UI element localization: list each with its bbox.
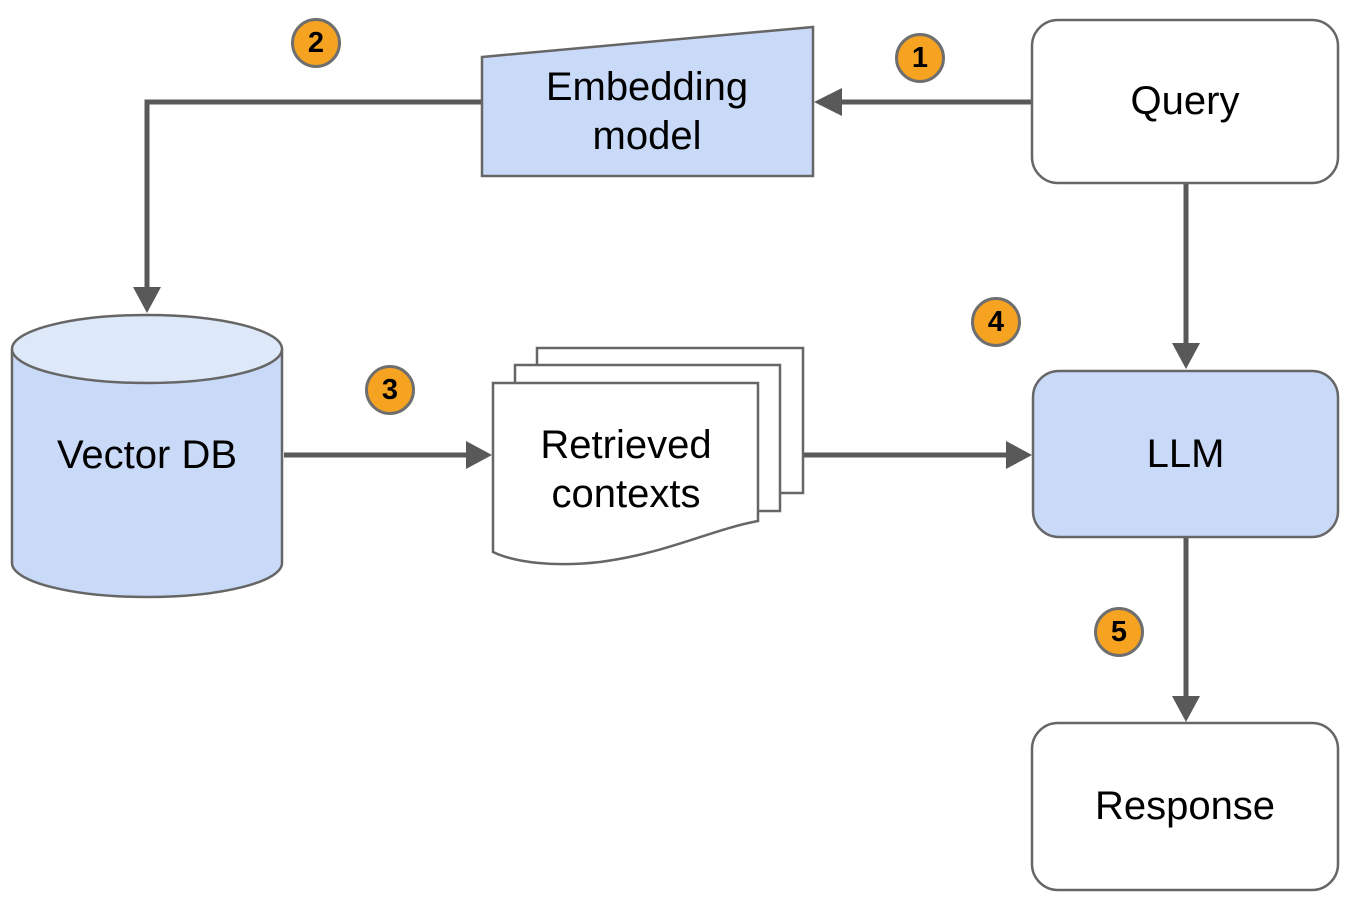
arrowhead-query-to-embedding (814, 88, 842, 116)
step-badge-3: 3 (365, 365, 415, 415)
llm-node-shape (1031, 369, 1340, 539)
step-badge-2: 2 (291, 18, 341, 68)
query-node-shape (1030, 18, 1340, 185)
response-node-shape (1030, 721, 1340, 892)
step-badge-4: 4 (971, 297, 1021, 347)
step-badge-5: 5 (1094, 607, 1144, 657)
arrowhead-query-to-llm (1172, 343, 1200, 369)
step-badge-1: 1 (895, 33, 945, 83)
arrow-embedding-to-vectordb (144, 99, 482, 288)
embedding-model-node-shape (480, 25, 815, 178)
document-front (491, 381, 760, 566)
arrowhead-vectordb-to-contexts (466, 441, 492, 469)
arrowhead-contexts-to-llm (1006, 441, 1032, 469)
vector-db-cylinder-body (10, 349, 284, 599)
arrowhead-llm-to-response (1172, 696, 1200, 722)
vector-db-cylinder-top (10, 313, 284, 385)
arrowhead-embedding-to-vectordb (133, 287, 161, 313)
